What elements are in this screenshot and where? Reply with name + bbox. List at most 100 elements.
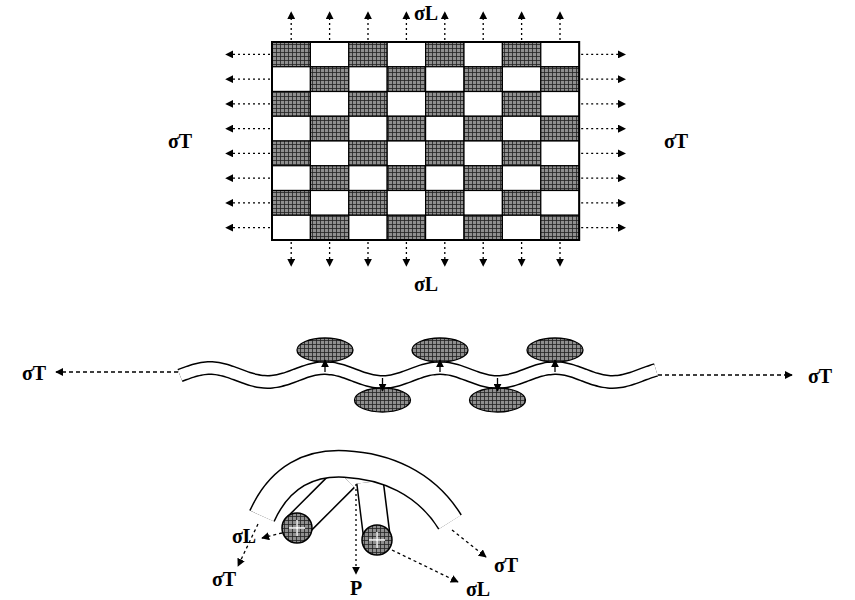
crossing-yarn-section xyxy=(412,338,468,362)
stress-arrow xyxy=(581,103,625,104)
stress-arrow xyxy=(367,242,368,266)
stress-arrow xyxy=(367,12,368,40)
open-cell xyxy=(426,116,464,141)
stress-arrow xyxy=(329,242,330,266)
stress-arrow xyxy=(324,360,325,372)
open-cell xyxy=(387,42,425,67)
hatched-cell xyxy=(387,67,425,92)
stress-arrow xyxy=(439,360,440,372)
hatched-cell xyxy=(310,215,348,240)
crossing-yarn-section xyxy=(527,338,583,362)
stress-arrow xyxy=(392,550,458,582)
stress-arrow xyxy=(226,202,270,203)
stress-arrow xyxy=(226,128,270,129)
stress-arrow xyxy=(382,378,383,391)
hatched-cell xyxy=(387,116,425,141)
stress-label: σL xyxy=(466,579,490,599)
open-cell xyxy=(426,166,464,191)
hatched-cell xyxy=(272,191,310,216)
hatched-cell xyxy=(272,42,310,67)
open-cell xyxy=(464,141,502,166)
stress-arrow xyxy=(581,78,625,79)
stress-arrow xyxy=(581,227,625,228)
yarn-end-section xyxy=(282,513,312,543)
stress-arrow xyxy=(444,242,445,266)
open-cell xyxy=(426,67,464,92)
open-cell xyxy=(349,166,387,191)
hatched-cell xyxy=(387,215,425,240)
stress-label: σL xyxy=(232,526,256,546)
open-cell xyxy=(272,67,310,92)
crossing-yarn-section xyxy=(297,338,353,362)
open-cell xyxy=(272,215,310,240)
fibre-marks xyxy=(369,532,385,548)
open-cell xyxy=(387,141,425,166)
stress-arrow xyxy=(226,54,270,55)
stress-arrow xyxy=(483,12,484,40)
hatched-cell xyxy=(310,116,348,141)
open-cell xyxy=(272,116,310,141)
stress-arrow xyxy=(355,484,356,574)
stress-label: σT xyxy=(22,363,46,383)
stress-arrow xyxy=(521,242,522,266)
hatched-cell xyxy=(541,215,579,240)
yarn-body xyxy=(180,368,656,382)
stress-arrow xyxy=(406,12,407,40)
stress-arrow xyxy=(291,242,292,266)
open-cell xyxy=(310,92,348,117)
open-cell xyxy=(349,67,387,92)
stress-arrow xyxy=(226,177,270,178)
open-cell xyxy=(541,141,579,166)
stress-arrow xyxy=(56,371,178,372)
hatched-cell xyxy=(426,191,464,216)
over-yarn-body xyxy=(262,464,450,522)
hatched-cell xyxy=(349,92,387,117)
stress-arrow xyxy=(658,374,792,375)
open-cell xyxy=(502,215,540,240)
fibre-marks xyxy=(289,520,305,536)
stress-arrow xyxy=(329,12,330,40)
stress-arrow xyxy=(581,54,625,55)
open-cell xyxy=(426,215,464,240)
stress-label: σT xyxy=(808,366,832,386)
open-cell xyxy=(464,92,502,117)
stress-arrow xyxy=(406,242,407,266)
open-cell xyxy=(272,166,310,191)
hatched-cell xyxy=(310,166,348,191)
stress-arrow xyxy=(497,378,498,391)
hatched-cell xyxy=(464,166,502,191)
hatched-cell xyxy=(426,42,464,67)
stress-arrow xyxy=(483,242,484,266)
hatched-cell xyxy=(464,116,502,141)
stress-arrow xyxy=(554,360,555,372)
hatched-cell xyxy=(426,141,464,166)
hatched-cell xyxy=(502,42,540,67)
open-cell xyxy=(502,166,540,191)
open-cell xyxy=(502,67,540,92)
hatched-cell xyxy=(502,141,540,166)
open-cell xyxy=(310,191,348,216)
stress-arrow xyxy=(444,12,445,40)
stress-arrow xyxy=(291,12,292,40)
grid-border xyxy=(272,42,579,240)
open-cell xyxy=(464,42,502,67)
hatched-cell xyxy=(541,67,579,92)
stress-arrow xyxy=(226,103,270,104)
stress-arrow xyxy=(559,12,560,40)
hatched-cell xyxy=(426,92,464,117)
stress-arrow xyxy=(226,153,270,154)
hatched-cell xyxy=(541,116,579,141)
open-cell xyxy=(387,191,425,216)
open-cell xyxy=(541,191,579,216)
hatched-cell xyxy=(272,141,310,166)
stress-arrow xyxy=(452,530,486,557)
stress-arrow xyxy=(581,177,625,178)
hatched-cell xyxy=(541,166,579,191)
load-label: P xyxy=(350,578,362,598)
hatched-cell xyxy=(387,166,425,191)
stress-arrow xyxy=(559,242,560,266)
stress-label: σL xyxy=(414,274,438,294)
open-cell xyxy=(310,141,348,166)
